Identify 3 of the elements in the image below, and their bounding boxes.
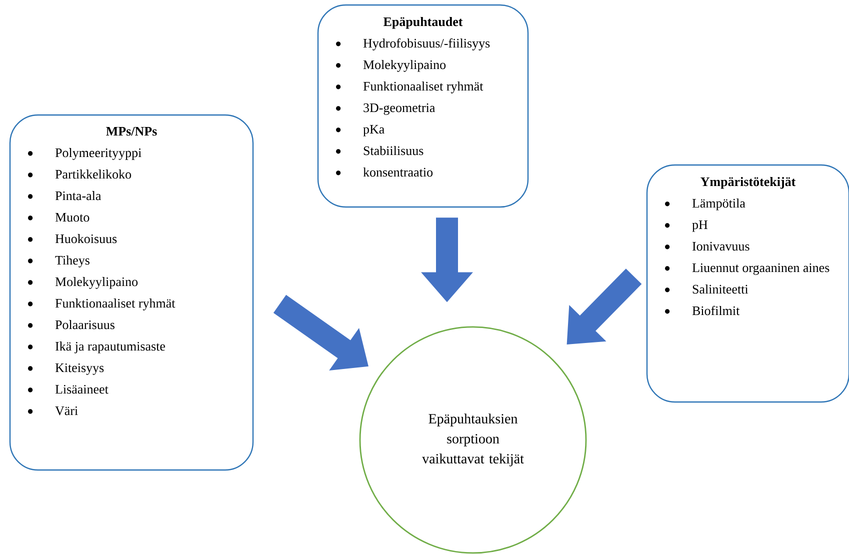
text-box: MPs/NPs Polymeerityyppi Partikkelikoko Pinta-ala Muoto Huokoisuus Tiheys Molekyylipaino Funktionaaliset ryhmät Polaarisuus Ikä ja rapautumisaste Kiteisyys Lisäaineet Väri — [9, 114, 254, 471]
text-box: Ympäristötekijät Lämpötila pH Ionivavuus Liuennut orgaaninen aines Saliniteetti Biofilmit — [646, 164, 849, 403]
text-box: Epäpuhtaudet Hydrofobisuus/-fiilisyys Molekyylipaino Funktionaaliset ryhmät 3D-geometria pKa Stabiilisuus konsentraatio — [317, 4, 529, 208]
